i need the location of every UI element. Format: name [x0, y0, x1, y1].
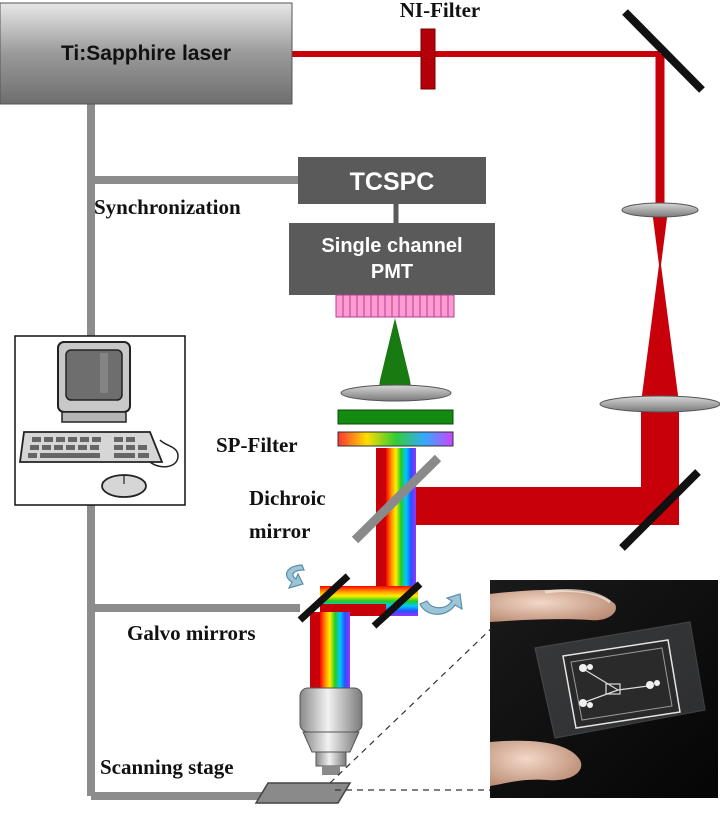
dichroic-label-line2: mirror	[249, 519, 310, 543]
green-filter	[337, 409, 454, 425]
galvo-mirror-right	[371, 581, 423, 629]
sp-filter	[337, 431, 454, 447]
galvo-label: Galvo mirrors	[127, 621, 256, 645]
nl-filter	[420, 28, 436, 90]
pmt-label-line1: Single channel	[321, 235, 462, 257]
upper-relay-lens	[621, 202, 699, 218]
collection-lens	[340, 384, 452, 402]
rotation-arrow-right-icon	[419, 593, 463, 615]
tcspc-label: TCSPC	[350, 168, 435, 196]
top-right-mirror	[622, 9, 705, 93]
excitation-beam	[290, 51, 679, 525]
synchronization-label: Synchronization	[94, 195, 241, 219]
pmt-pixel-array	[335, 294, 455, 318]
laser-box	[0, 2, 293, 105]
lower-relay-lens	[599, 395, 720, 413]
dichroic-mirror	[351, 454, 442, 544]
computer-illustration	[14, 335, 186, 506]
galvo-mirror-left	[297, 573, 351, 623]
sp-filter-label: SP-Filter	[216, 433, 298, 457]
bottom-right-mirror	[619, 469, 701, 551]
tcspc-box	[298, 157, 486, 204]
nl-filter-label: NI-Filter	[400, 0, 480, 22]
pmt-box	[289, 223, 495, 295]
objective-lens	[299, 687, 363, 775]
dichroic-label-line1: Dichroic	[249, 486, 326, 510]
chip-photo	[490, 580, 718, 798]
laser-label: Ti:Sapphire laser	[61, 42, 231, 65]
stage-label: Scanning stage	[100, 755, 234, 779]
fluorescence-cone	[380, 318, 410, 380]
scanning-stage	[254, 782, 352, 804]
pmt-label-line2: PMT	[371, 261, 413, 283]
dashed-line-upper	[329, 624, 496, 784]
rotation-arrow-left-icon	[285, 564, 305, 589]
emission-beam	[310, 448, 418, 692]
